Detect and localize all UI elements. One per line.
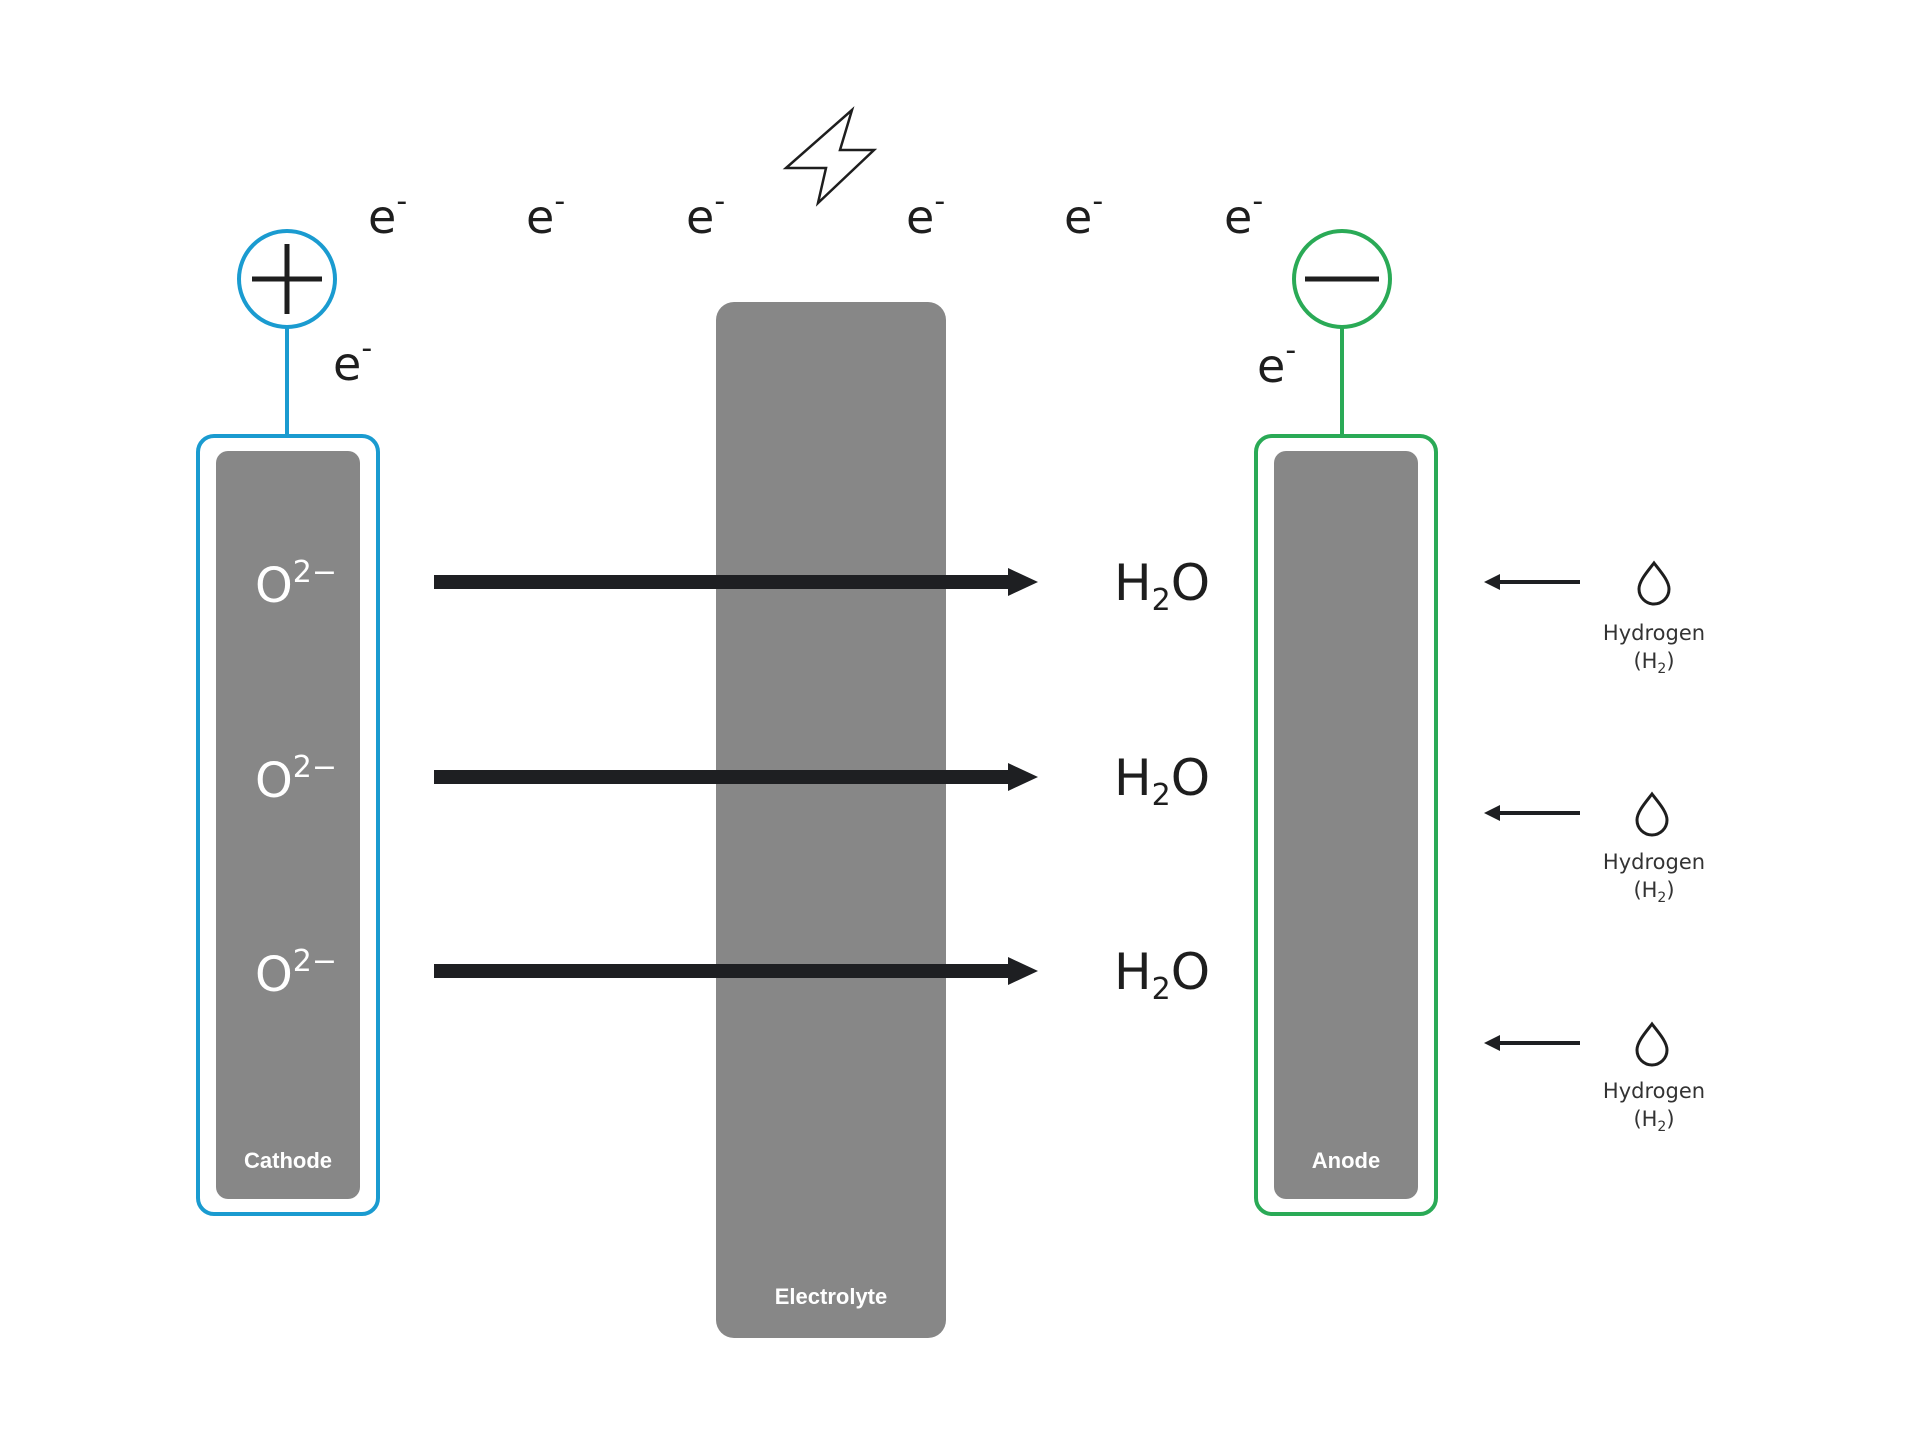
ion-flow-arrow (434, 568, 1038, 596)
electron-label: e- (1064, 184, 1103, 244)
water-product: H2O (1114, 554, 1210, 618)
ion-flow-arrows (434, 568, 1038, 985)
droplet-icon (1637, 560, 1671, 606)
hydrogen-formula: (H2) (1633, 1107, 1674, 1135)
electron-labels: e- e- e- e- e- e- e- e- (333, 184, 1296, 393)
cathode-label: Cathode (244, 1148, 332, 1173)
hydrogen-inputs: Hydrogen (H2) Hydrogen (H2) Hydrogen (H2… (1484, 560, 1705, 1135)
arrow-left-icon (1484, 805, 1500, 821)
lightning-bolt-icon (782, 106, 878, 207)
electrolyte: Electrolyte (716, 302, 946, 1338)
cathode-slab (216, 451, 360, 1199)
anode-slab (1274, 451, 1418, 1199)
external-circuit (237, 106, 1392, 435)
electrolyte-slab (716, 302, 946, 1338)
cathode-frame (196, 434, 380, 1216)
electron-label: e- (368, 184, 407, 244)
negative-terminal (1292, 229, 1392, 329)
hydrogen-label: Hydrogen (1603, 1079, 1705, 1103)
hydrogen-input: Hydrogen (H2) (1484, 560, 1705, 677)
oxide-ion: O2− (255, 750, 337, 809)
droplet-icon (1635, 1021, 1669, 1067)
electron-label: e- (686, 184, 725, 244)
cathode: Cathode O2− O2− O2− (196, 434, 380, 1216)
anode-label: Anode (1312, 1148, 1380, 1173)
hydrogen-label: Hydrogen (1603, 850, 1705, 874)
oxide-ion: O2− (255, 944, 337, 1003)
arrow-left-icon (1484, 1035, 1500, 1051)
hydrogen-input: Hydrogen (H2) (1484, 791, 1705, 906)
positive-terminal (237, 229, 337, 329)
electron-label: e- (526, 184, 565, 244)
hydrogen-input: Hydrogen (H2) (1484, 1021, 1705, 1135)
hydrogen-formula: (H2) (1633, 878, 1674, 906)
water-product: H2O (1114, 943, 1210, 1007)
electron-label: e- (906, 184, 945, 244)
electrolyte-label: Electrolyte (775, 1284, 888, 1309)
hydrogen-label: Hydrogen (1603, 621, 1705, 645)
water-products: H2O H2O H2O (1114, 554, 1210, 1007)
anode-frame (1254, 434, 1438, 1216)
hydrogen-formula: (H2) (1633, 649, 1674, 677)
anode: Anode (1254, 434, 1438, 1216)
electron-label: e- (1224, 184, 1263, 244)
ion-flow-arrow (434, 957, 1038, 985)
electron-label: e- (333, 331, 372, 391)
electron-label: e- (1257, 333, 1296, 393)
ion-flow-arrow (434, 763, 1038, 791)
oxide-ion: O2− (255, 555, 337, 614)
droplet-icon (1635, 791, 1669, 837)
water-product: H2O (1114, 749, 1210, 813)
plus-icon (252, 244, 322, 314)
arrow-left-icon (1484, 574, 1500, 590)
